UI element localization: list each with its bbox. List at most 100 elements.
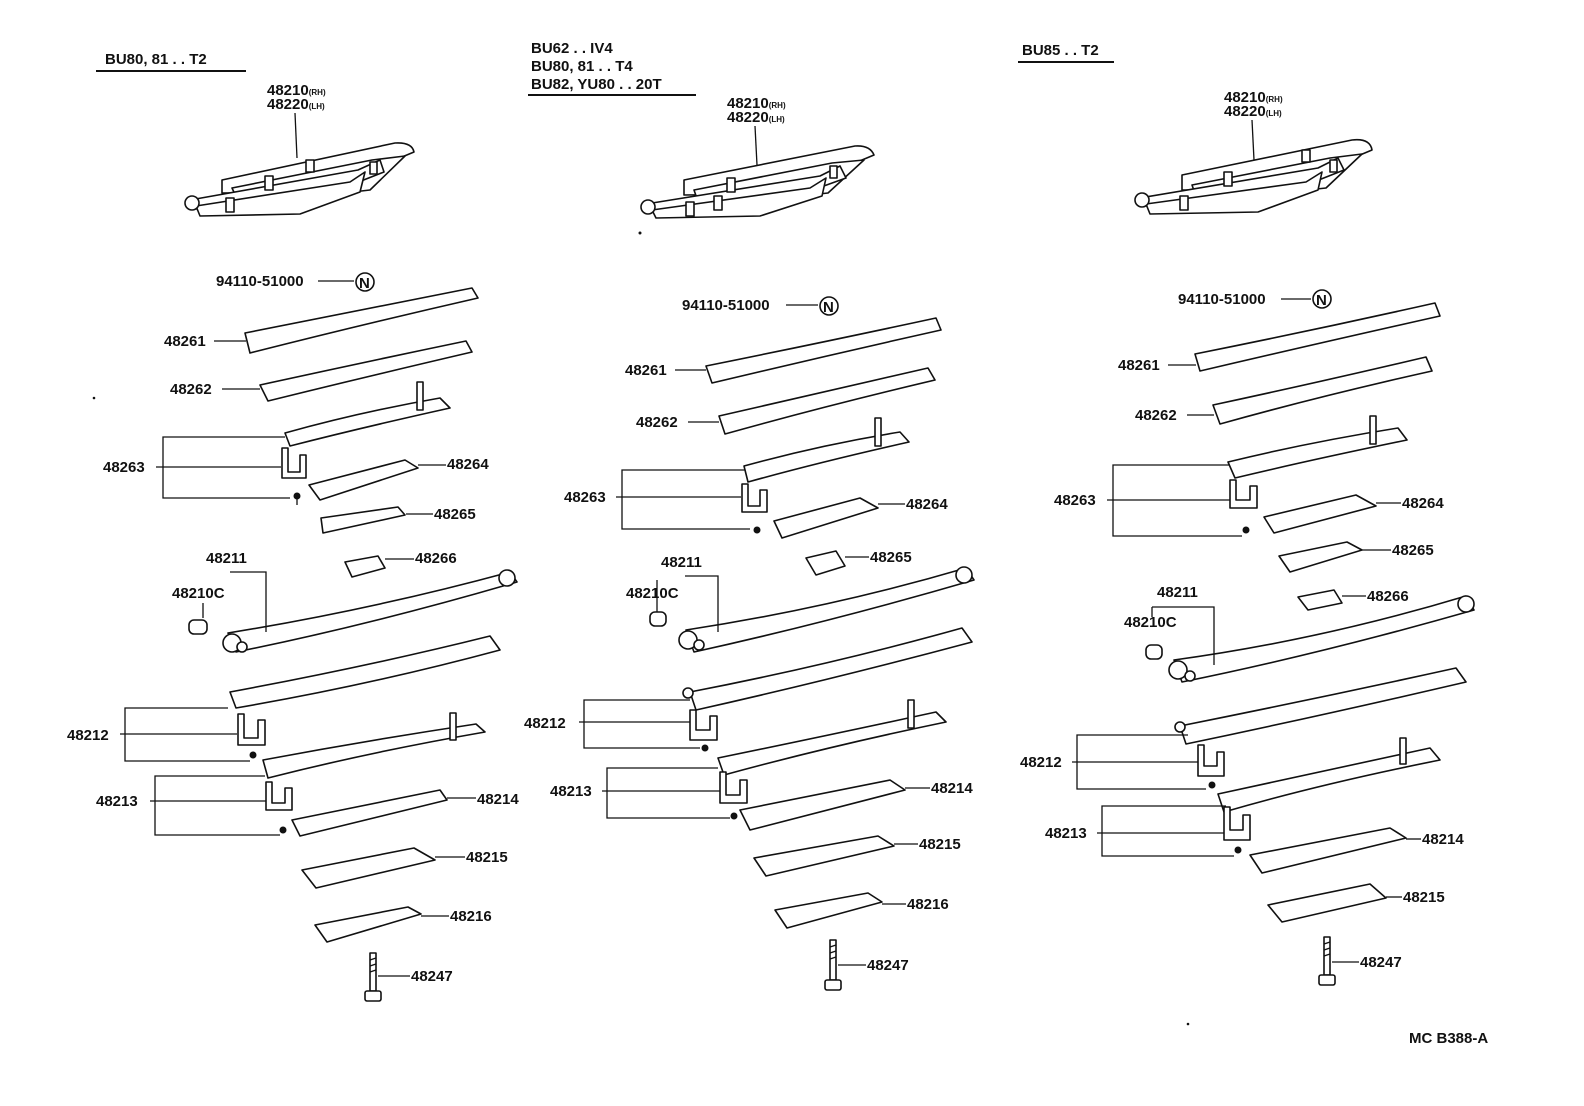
column-1: BU80, 81 . . T2 48210(RH) 48220(LH) 9411…: [67, 51, 519, 1002]
leaf-48216: [774, 892, 883, 929]
center-bolt-icon: [824, 939, 842, 991]
part-label-48212: 48212: [524, 715, 566, 732]
part-label-48210: 48210(RH): [727, 95, 786, 112]
column-3: BU85 . . T2 48210(RH) 48220(LH) 94110-51…: [1018, 42, 1475, 986]
part-label-48247: 48247: [867, 957, 909, 974]
leaf-48212: [262, 723, 486, 779]
center-bolt-icon: [364, 952, 382, 1002]
leaf-second: [229, 635, 501, 709]
part-label-48216: 48216: [907, 896, 949, 913]
clip-icon: [1223, 806, 1251, 841]
part-label-48215: 48215: [466, 849, 508, 866]
leaf-48214: [739, 779, 906, 831]
part-label-48264: 48264: [1402, 495, 1444, 512]
part-label-48214: 48214: [931, 780, 973, 797]
part-label-48247: 48247: [1360, 954, 1402, 971]
bolt-icon: [730, 812, 738, 820]
part-label-48210: 48210(RH): [267, 82, 326, 99]
leaf-48216: [314, 906, 422, 943]
part-label-48214: 48214: [1422, 831, 1464, 848]
clip-icon: [741, 483, 768, 513]
clip-icon: [719, 771, 748, 804]
leaf-second: [689, 627, 973, 711]
clip-icon: [1229, 479, 1258, 509]
leaf-48261: [244, 287, 479, 354]
bolt-icon: [279, 826, 287, 834]
leaf-48214: [1249, 827, 1407, 874]
bolt-icon: [753, 526, 761, 534]
bolt-icon: [1208, 781, 1216, 789]
leaf-48214: [291, 789, 448, 837]
part-label-48220: 48220(LH): [267, 96, 325, 113]
spring-assembly-illustration: [640, 145, 875, 219]
new-part-mark-icon: [1312, 289, 1332, 309]
column-2: BU62 . . IV4 BU80, 81 . . T4 BU82, YU80 …: [524, 40, 975, 991]
clip-icon: [265, 781, 293, 811]
part-label-48211: 48211: [206, 550, 247, 567]
bolt-icon: [249, 751, 257, 759]
part-label-48212: 48212: [67, 727, 109, 744]
part-label-48213: 48213: [1045, 825, 1087, 842]
bushing-icon: [188, 619, 208, 635]
leaf-48262: [1212, 356, 1433, 425]
part-label-48210c: 48210C: [626, 585, 679, 602]
part-label-48220: 48220(LH): [727, 109, 785, 126]
part-label-48211: 48211: [661, 554, 702, 571]
leaf-48215: [753, 835, 895, 877]
main-leaf-48211: [227, 571, 518, 653]
leaf-48265: [1278, 541, 1363, 573]
leader-line: [294, 112, 298, 159]
part-label-48263: 48263: [103, 459, 145, 476]
new-part-mark-icon: [355, 272, 375, 292]
part-label-48210: 48210(RH): [1224, 89, 1283, 106]
leaf-48215: [301, 847, 436, 889]
part-label-48264: 48264: [447, 456, 489, 473]
part-label-48265: 48265: [1392, 542, 1434, 559]
part-label-48266: 48266: [415, 550, 457, 567]
part-label-48262: 48262: [1135, 407, 1177, 424]
leaf-48264: [308, 459, 419, 501]
leaf-48261: [705, 317, 942, 384]
model-header-line: BU80, 81 . . T4: [531, 58, 633, 75]
bolt-icon: [701, 744, 709, 752]
part-label-48211: 48211: [1157, 584, 1198, 601]
spring-assembly-illustration: [184, 142, 415, 217]
part-label-48213: 48213: [550, 783, 592, 800]
part-label-48220: 48220(LH): [1224, 103, 1282, 120]
model-header-line: BU82, YU80 . . 20T: [531, 76, 662, 93]
model-header-line: BU62 . . IV4: [531, 40, 613, 57]
part-label-48264: 48264: [906, 496, 948, 513]
part-label-48247: 48247: [411, 968, 453, 985]
clip-icon: [1197, 744, 1225, 777]
part-label-94110-51000: 94110-51000: [1178, 291, 1266, 308]
part-label-48261: 48261: [164, 333, 206, 350]
new-part-mark: N: [823, 299, 834, 316]
leaf-48262: [259, 340, 473, 402]
leaf-48212: [1217, 747, 1441, 813]
main-leaf-48211: [685, 567, 975, 653]
part-label-48265: 48265: [870, 549, 912, 566]
center-bolt-icon: [1318, 936, 1336, 986]
part-label-48216: 48216: [450, 908, 492, 925]
pad-48266: [344, 555, 386, 578]
model-header-line: BU80, 81 . . T2: [105, 51, 207, 68]
leaf-48212: [717, 711, 947, 776]
bushing-icon: [1145, 644, 1163, 660]
part-label-48266: 48266: [1367, 588, 1409, 605]
figure-code: MC B388-A: [1409, 1030, 1488, 1047]
part-label-48215: 48215: [919, 836, 961, 853]
part-label-48263: 48263: [564, 489, 606, 506]
leaf-48264: [1263, 494, 1377, 534]
part-label-48262: 48262: [636, 414, 678, 431]
part-label-48215: 48215: [1403, 889, 1445, 906]
part-label-48213: 48213: [96, 793, 138, 810]
clip-icon: [237, 713, 266, 746]
part-label-48261: 48261: [625, 362, 667, 379]
leaf-48263: [1227, 427, 1408, 479]
clip-icon: [689, 709, 718, 741]
bushing-icon: [649, 611, 667, 627]
part-label-48214: 48214: [477, 791, 519, 808]
new-part-mark: N: [1316, 292, 1327, 309]
leaf-48265: [320, 506, 406, 534]
